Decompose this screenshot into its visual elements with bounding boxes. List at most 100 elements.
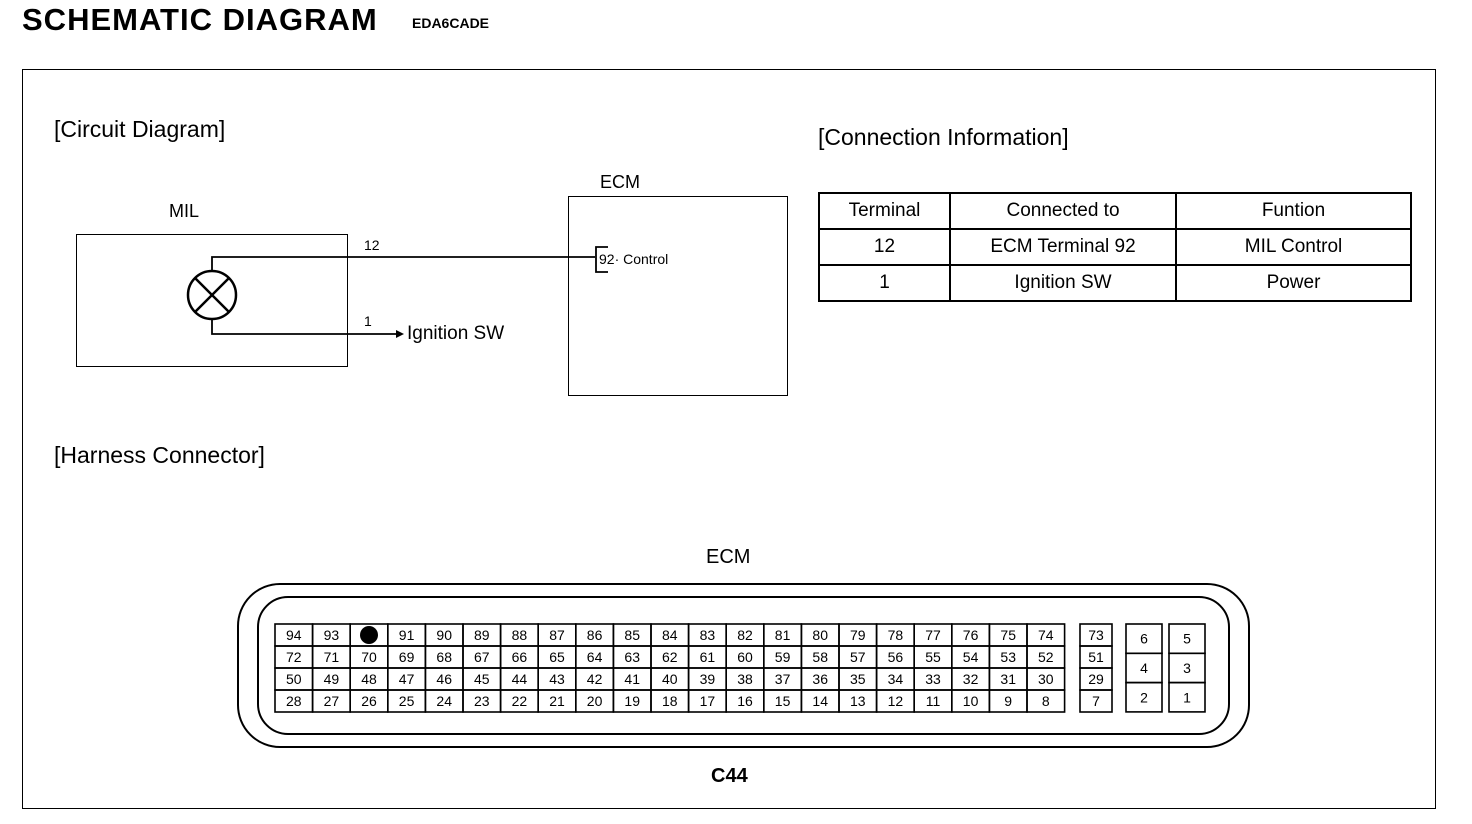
pin-92	[349, 623, 389, 647]
svg-text:59: 59	[775, 649, 791, 665]
pin-91: 91	[386, 623, 427, 647]
pin-6: 6	[1125, 623, 1163, 655]
svg-text:37: 37	[775, 671, 791, 687]
mil-box	[76, 234, 348, 367]
svg-text:90: 90	[436, 627, 452, 643]
svg-text:10: 10	[963, 693, 979, 709]
pin-3: 3	[1168, 652, 1206, 684]
svg-text:23: 23	[474, 693, 490, 709]
svg-text:84: 84	[662, 627, 678, 643]
pin-52: 52	[1026, 645, 1066, 669]
pin-58: 58	[800, 645, 840, 669]
pin-41: 41	[612, 667, 652, 691]
svg-text:91: 91	[399, 627, 415, 643]
connection-info-title: [Connection Information]	[818, 124, 1069, 150]
svg-text:75: 75	[1000, 627, 1016, 643]
pin-18: 18	[650, 689, 690, 713]
connector-id: C44	[711, 765, 748, 787]
svg-text:53: 53	[1000, 649, 1016, 665]
svg-text:68: 68	[436, 649, 452, 665]
pin-11: 11	[913, 689, 953, 713]
svg-text:35: 35	[850, 671, 866, 687]
pin-86: 86	[574, 623, 615, 647]
svg-text:54: 54	[963, 649, 979, 665]
pin-9: 9	[988, 689, 1028, 713]
pin-4: 4	[1125, 652, 1163, 684]
table-row: 1 Ignition SW Power	[818, 264, 1412, 302]
svg-text:93: 93	[324, 627, 340, 643]
svg-text:43: 43	[549, 671, 565, 687]
pin-80: 80	[800, 623, 840, 647]
svg-text:86: 86	[587, 627, 603, 643]
pin-67: 67	[462, 645, 502, 669]
pin-5: 5	[1168, 623, 1206, 655]
svg-text:60: 60	[737, 649, 753, 665]
svg-text:88: 88	[512, 627, 528, 643]
pin-7: 7	[1079, 689, 1113, 713]
pin-65: 65	[537, 645, 577, 669]
svg-text:26: 26	[361, 693, 377, 709]
pin-25: 25	[386, 689, 427, 713]
svg-text:51: 51	[1088, 649, 1104, 665]
ecm-box	[568, 196, 788, 396]
pin-36: 36	[800, 667, 840, 691]
pin-21: 21	[537, 689, 577, 713]
header-connected-to: Connected to	[949, 192, 1177, 230]
svg-text:15: 15	[775, 693, 791, 709]
svg-text:47: 47	[399, 671, 415, 687]
svg-text:31: 31	[1000, 671, 1016, 687]
pin-76: 76	[950, 623, 991, 647]
svg-text:77: 77	[925, 627, 941, 643]
pin-54: 54	[950, 645, 991, 669]
pin-17: 17	[687, 689, 727, 713]
svg-text:11: 11	[926, 693, 941, 709]
ignition-sw-label: Ignition SW	[407, 323, 505, 344]
pin-20: 20	[574, 689, 615, 713]
svg-text:7: 7	[1092, 693, 1100, 709]
svg-text:25: 25	[399, 693, 415, 709]
svg-text:78: 78	[888, 627, 904, 643]
cell-connected-to: ECM Terminal 92	[949, 228, 1177, 266]
svg-text:61: 61	[700, 649, 716, 665]
pin-62: 62	[650, 645, 690, 669]
svg-text:63: 63	[624, 649, 640, 665]
svg-text:12: 12	[888, 693, 904, 709]
svg-text:82: 82	[737, 627, 753, 643]
pin-marker-icon	[360, 626, 378, 644]
svg-text:21: 21	[549, 693, 565, 709]
svg-text:94: 94	[286, 627, 302, 643]
svg-text:80: 80	[812, 627, 828, 643]
pin-26: 26	[349, 689, 389, 713]
svg-text:17: 17	[700, 693, 716, 709]
svg-text:65: 65	[549, 649, 565, 665]
svg-text:24: 24	[436, 693, 452, 709]
mil-label: MIL	[169, 201, 200, 221]
connection-table: Terminal Connected to Funtion 12 ECM Ter…	[818, 192, 1412, 302]
page-title: SCHEMATIC DIAGRAM	[22, 2, 378, 37]
pin-93: 93	[311, 623, 352, 647]
pin-29: 29	[1079, 667, 1113, 691]
svg-text:33: 33	[925, 671, 941, 687]
pin-1: 1	[1168, 681, 1206, 713]
connector-outer-shell	[237, 583, 1250, 748]
pin-38: 38	[725, 667, 765, 691]
svg-text:62: 62	[662, 649, 678, 665]
pin-82: 82	[725, 623, 765, 647]
svg-text:50: 50	[286, 671, 302, 687]
pin-30: 30	[1026, 667, 1066, 691]
pin-72: 72	[274, 645, 314, 669]
svg-text:58: 58	[812, 649, 828, 665]
pin-23: 23	[462, 689, 502, 713]
svg-text:46: 46	[436, 671, 452, 687]
table-header-row: Terminal Connected to Funtion	[818, 192, 1412, 230]
svg-text:22: 22	[512, 693, 528, 709]
pin-2: 2	[1125, 681, 1163, 713]
svg-text:69: 69	[399, 649, 415, 665]
svg-text:8: 8	[1042, 693, 1050, 709]
svg-text:28: 28	[286, 693, 302, 709]
svg-text:1: 1	[1183, 689, 1191, 705]
pin-75: 75	[988, 623, 1028, 647]
pin-55: 55	[913, 645, 953, 669]
svg-text:66: 66	[512, 649, 528, 665]
svg-text:72: 72	[286, 649, 302, 665]
